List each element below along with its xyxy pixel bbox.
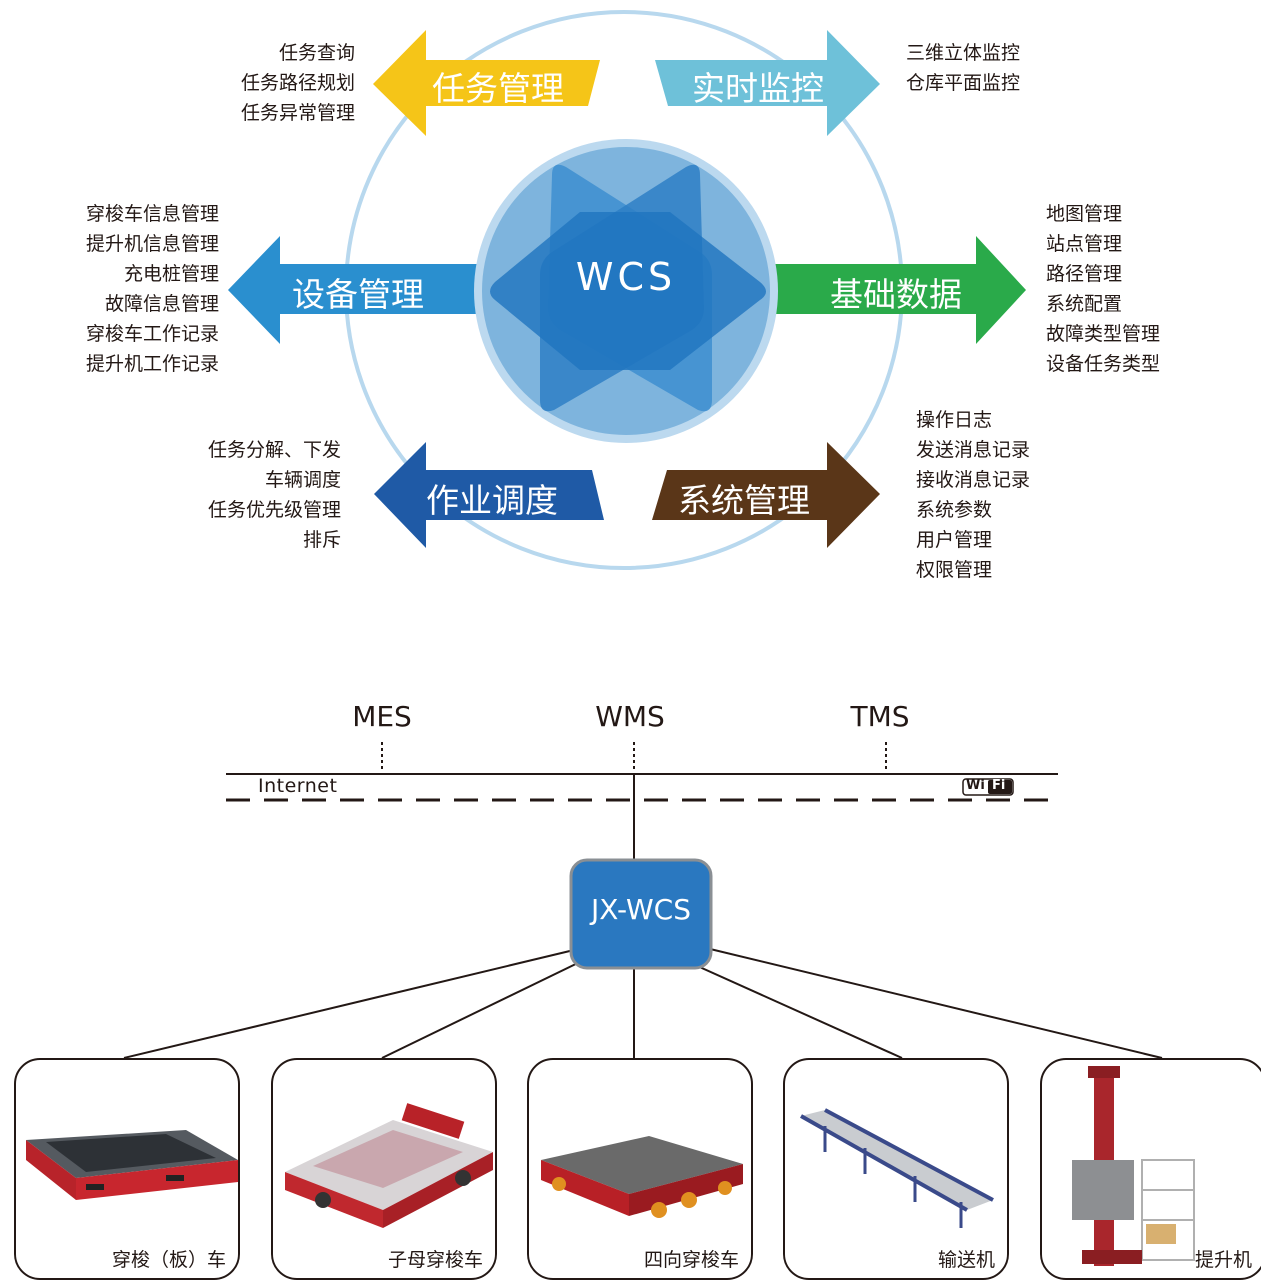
list-item: 任务分解、下发 xyxy=(207,439,341,461)
arrow-label-monitor: 实时监控 xyxy=(692,69,824,108)
branch-line xyxy=(705,947,1163,1059)
list-item: 提升机信息管理 xyxy=(85,233,219,255)
device-card-mother-child: 子母穿梭车 xyxy=(271,1058,497,1280)
device-label: 输送机 xyxy=(937,1249,995,1271)
arrow-device-management xyxy=(228,236,480,344)
arrow-base-data xyxy=(770,236,1026,344)
device-card-shuttle-board: 穿梭（板）车 xyxy=(14,1058,240,1280)
list-item: 任务优先级管理 xyxy=(207,499,341,521)
device-feature-list: 穿梭车信息管理 提升机信息管理 充电桩管理 故障信息管理 穿梭车工作记录 提升机… xyxy=(86,199,219,379)
task-feature-list: 任务查询 任务路径规划 任务异常管理 xyxy=(241,38,355,128)
list-item: 用户管理 xyxy=(916,529,993,551)
device-card-four-way: 四向穿梭车 xyxy=(527,1058,753,1280)
arrow-label-device: 设备管理 xyxy=(292,275,424,314)
list-item: 故障类型管理 xyxy=(1046,323,1161,345)
list-item: 发送消息记录 xyxy=(916,439,1031,461)
list-item: 设备任务类型 xyxy=(1046,353,1161,375)
wifi-label-wi: Wi xyxy=(966,778,985,793)
arrow-realtime-monitoring xyxy=(655,30,880,136)
list-item: 充电桩管理 xyxy=(123,263,219,285)
arrow-system-management xyxy=(652,442,880,548)
arrow-job-dispatch xyxy=(374,442,604,548)
list-item: 任务路径规划 xyxy=(240,72,355,94)
arrow-label-task: 任务管理 xyxy=(432,69,564,108)
arrow-task-management xyxy=(373,30,600,136)
list-item: 站点管理 xyxy=(1046,233,1123,255)
device-label: 提升机 xyxy=(1194,1249,1252,1271)
arrow-label-system: 系统管理 xyxy=(678,481,810,520)
list-item: 提升机工作记录 xyxy=(85,353,219,375)
device-card-conveyor: 输送机 xyxy=(783,1058,1009,1280)
system-wms-label: WMS xyxy=(595,700,665,733)
list-item: 路径管理 xyxy=(1046,263,1123,285)
conveyor-icon xyxy=(800,1108,994,1228)
list-item: 任务异常管理 xyxy=(240,102,355,124)
lifter-icon xyxy=(1072,1066,1195,1266)
shuttle-board-car-icon xyxy=(26,1130,238,1200)
list-item: 车辆调度 xyxy=(264,469,341,491)
list-item: 系统参数 xyxy=(916,499,993,521)
arrow-label-dispatch: 作业调度 xyxy=(426,481,558,520)
wcs-function-diagram xyxy=(228,10,1026,570)
branch-line xyxy=(381,959,585,1059)
four-way-shuttle-icon xyxy=(541,1136,743,1218)
monitor-feature-list: 三维立体监控 仓库平面监控 xyxy=(906,38,1020,98)
list-item: 地图管理 xyxy=(1046,203,1123,225)
controller-label: JX-WCS xyxy=(590,893,692,926)
list-item: 排斥 xyxy=(302,529,341,551)
internet-label: Internet xyxy=(258,775,338,797)
device-label: 四向穿梭车 xyxy=(643,1249,739,1271)
list-item: 权限管理 xyxy=(916,559,993,581)
mother-child-shuttle-icon xyxy=(285,1103,493,1228)
list-item: 仓库平面监控 xyxy=(906,72,1021,94)
list-item: 穿梭车信息管理 xyxy=(85,203,219,225)
hub-star-horizontal xyxy=(490,212,766,370)
list-item: 接收消息记录 xyxy=(916,469,1031,491)
list-item: 任务查询 xyxy=(278,42,355,64)
branch-line xyxy=(683,959,903,1059)
basedata-feature-list: 地图管理 站点管理 路径管理 系统配置 故障类型管理 设备任务类型 xyxy=(1046,199,1160,379)
hub-label: WCS xyxy=(575,255,677,299)
arrow-label-basedata: 基础数据 xyxy=(830,275,962,314)
device-card-lifter: 提升机 xyxy=(1040,1058,1261,1280)
system-mes-label: MES xyxy=(352,700,412,733)
dispatch-feature-list: 任务分解、下发 车辆调度 任务优先级管理 排斥 xyxy=(208,435,341,555)
system-tms-label: TMS xyxy=(850,700,910,733)
system-feature-list: 操作日志 发送消息记录 接收消息记录 系统参数 用户管理 权限管理 xyxy=(916,405,1030,585)
list-item: 操作日志 xyxy=(916,409,993,431)
device-label: 子母穿梭车 xyxy=(387,1249,483,1271)
list-item: 三维立体监控 xyxy=(906,42,1021,64)
list-item: 穿梭车工作记录 xyxy=(85,323,219,345)
branch-line xyxy=(123,949,575,1059)
device-label: 穿梭（板）车 xyxy=(111,1249,226,1271)
wifi-label-fi: Fi xyxy=(992,778,1006,793)
list-item: 系统配置 xyxy=(1046,293,1123,315)
list-item: 故障信息管理 xyxy=(104,293,219,315)
